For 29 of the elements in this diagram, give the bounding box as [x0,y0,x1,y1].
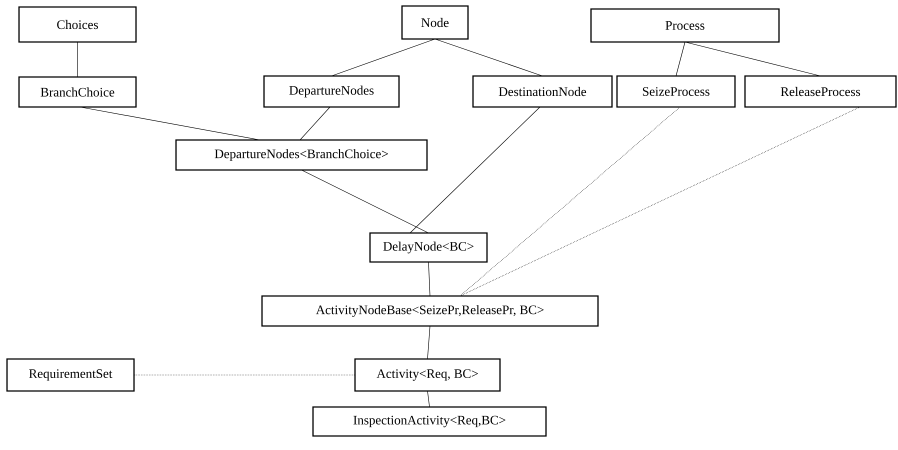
connector-line [434,38,543,76]
connector-line [134,374,355,376]
connector-line [77,42,78,78]
class-box: DepartureNodes [263,75,400,108]
class-box: Activity<Req, BC> [354,358,501,392]
class-box: Node [401,5,469,40]
connector-line [684,42,821,76]
class-box: InspectionActivity<Req,BC> [312,406,547,437]
connector-line [80,106,260,140]
connector-line [427,390,430,408]
class-box: DelayNode<BC> [369,232,488,263]
connector-line [331,38,436,76]
class-box: SeizeProcess [616,75,736,108]
connector-line [428,262,430,296]
class-box: RequirementSet [6,358,135,392]
class-box: ActivityNodeBase<SeizePr,ReleasePr, BC> [261,295,599,327]
class-box: BranchChoice [18,76,137,108]
class-box: DepartureNodes<BranchChoice> [175,139,428,171]
connector-line [460,106,680,296]
connector-line [410,106,540,234]
class-box: Choices [18,6,137,43]
class-box: DestinationNode [472,75,613,108]
connector-line [300,106,330,140]
connector-line [460,106,860,296]
connector-line [301,170,429,234]
class-box: ReleaseProcess [744,75,897,108]
connector-line [427,326,430,360]
connector-line [676,42,686,76]
class-box: Process [590,8,780,43]
